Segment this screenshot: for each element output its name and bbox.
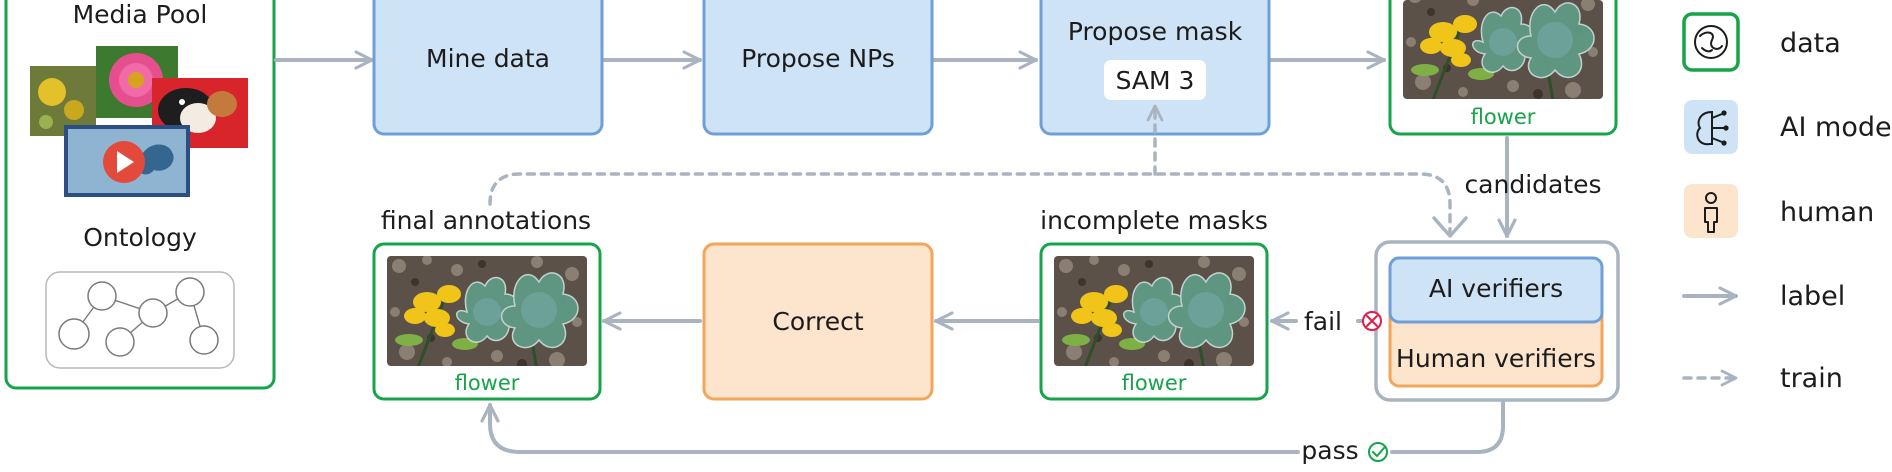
candidates-label: candidates [1464, 170, 1601, 199]
human-icon [1684, 184, 1738, 238]
legend-label-label: label [1780, 281, 1845, 312]
ai-verifiers-label: AI verifiers [1429, 274, 1563, 303]
sam3-label: SAM 3 [1116, 66, 1195, 95]
pass-check-icon [1368, 442, 1388, 462]
candidate-flower-image [1403, 0, 1603, 99]
video-thumbnail [64, 125, 190, 197]
propose-mask-label: Propose mask [1068, 17, 1243, 46]
train-loop-path [488, 172, 1452, 236]
propose-nps-label: Propose NPs [741, 44, 895, 73]
legend-label-data: data [1780, 28, 1841, 59]
mine-data-box [372, 0, 604, 136]
flower-label-top: flower [1471, 105, 1536, 129]
ontology-title: Ontology [83, 223, 197, 252]
propose-nps-box [702, 0, 934, 136]
legend-label-ai-model: AI model [1780, 112, 1892, 143]
pass-label: pass [1301, 436, 1358, 465]
ontology-graph [45, 271, 235, 369]
flower-label-mid: flower [1122, 371, 1187, 395]
incomplete-flower-image [1054, 256, 1254, 366]
flower-label-final: flower [455, 371, 520, 395]
yellow-flower-thumbnail [30, 66, 96, 136]
mine-data-label: Mine data [426, 44, 550, 73]
legend-label-train: train [1780, 363, 1843, 394]
media-pool-title: Media Pool [73, 0, 208, 29]
sam3-badge [1104, 60, 1206, 100]
legend: data AI model human label train [1682, 12, 1892, 394]
final-annotations-label: final annotations [381, 206, 591, 235]
ai-model-icon [1684, 100, 1738, 154]
pass-loop-left [480, 403, 1300, 454]
ai-verifiers-box [1388, 256, 1604, 324]
incomplete-masks-label: incomplete masks [1040, 206, 1268, 235]
data-icon [1682, 12, 1740, 72]
media-collage [30, 46, 248, 197]
fail-label: fail [1304, 307, 1342, 336]
fail-icon [1362, 311, 1382, 331]
train-arrowhead-verifiers [1432, 216, 1468, 238]
final-flower-image [387, 256, 587, 366]
correct-label: Correct [772, 307, 863, 336]
human-verifiers-label: Human verifiers [1396, 344, 1596, 373]
correct-box [702, 242, 934, 401]
pass-loop-right [1390, 400, 1505, 454]
legend-label-human: human [1780, 197, 1874, 228]
